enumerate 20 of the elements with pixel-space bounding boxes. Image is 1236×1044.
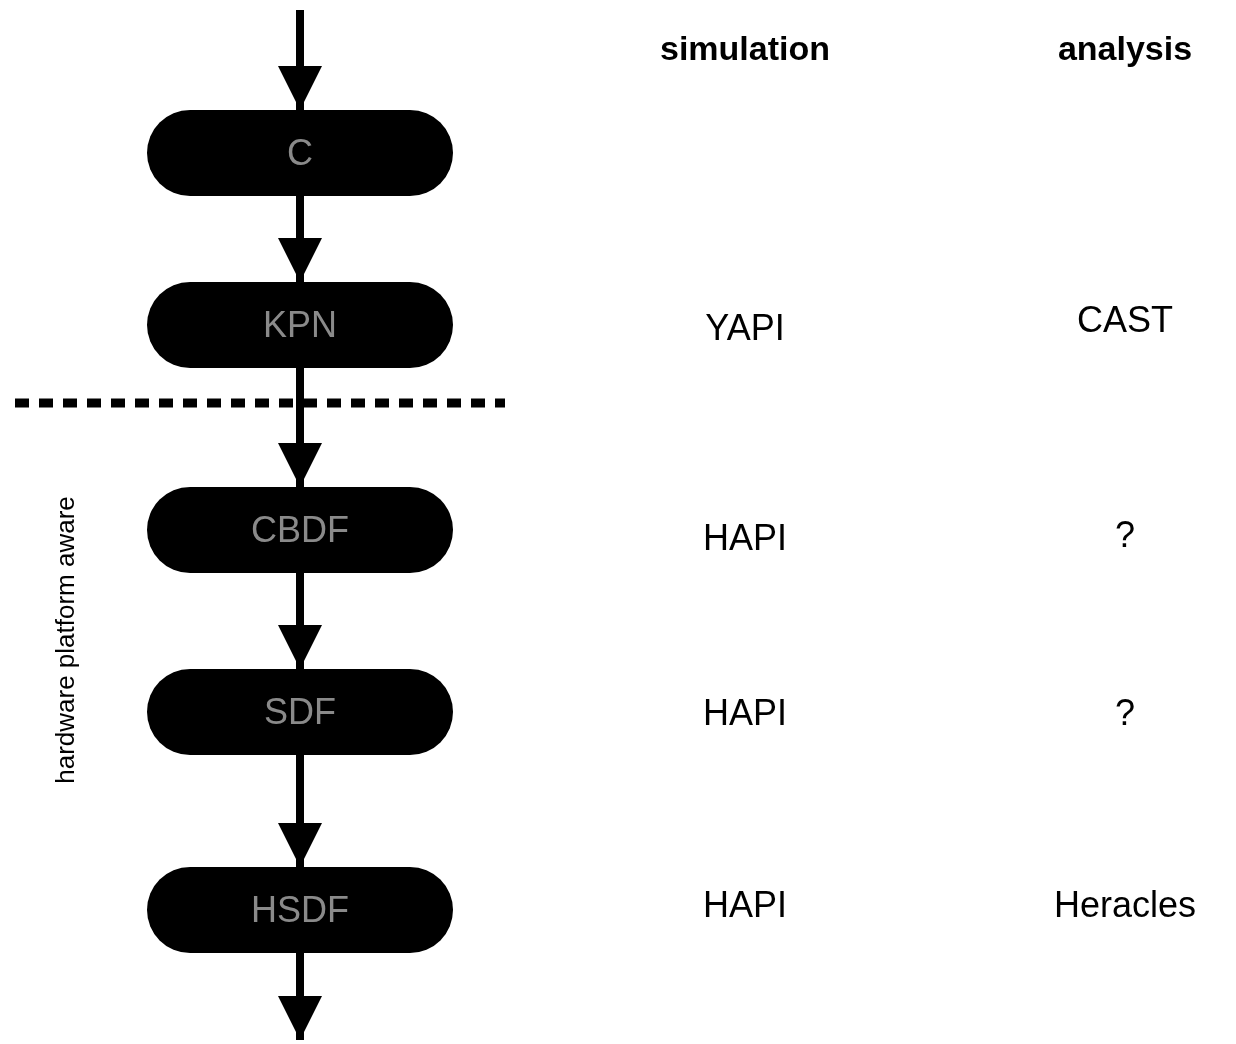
table-text: HAPI [703, 884, 787, 926]
table-text: HAPI [703, 692, 787, 734]
node-label: CBDF [251, 509, 349, 551]
node-label: KPN [263, 304, 337, 346]
table-text: ? [1115, 692, 1135, 734]
node-label: C [287, 132, 313, 174]
arrow [278, 196, 322, 282]
table-text: YAPI [705, 307, 785, 349]
node-label: SDF [264, 691, 336, 733]
table-text: ? [1115, 514, 1135, 556]
node-label: HSDF [251, 889, 349, 931]
column-header: analysis [1057, 28, 1193, 68]
table-text: Heracles [1053, 884, 1197, 926]
table-text: HAPI [703, 517, 787, 559]
table-text: CAST [1077, 299, 1173, 341]
arrow [278, 368, 322, 487]
arrow [278, 755, 322, 867]
side-label: hardware platform aware [49, 496, 81, 784]
arrow [278, 573, 322, 669]
column-header: simulation [660, 28, 830, 68]
